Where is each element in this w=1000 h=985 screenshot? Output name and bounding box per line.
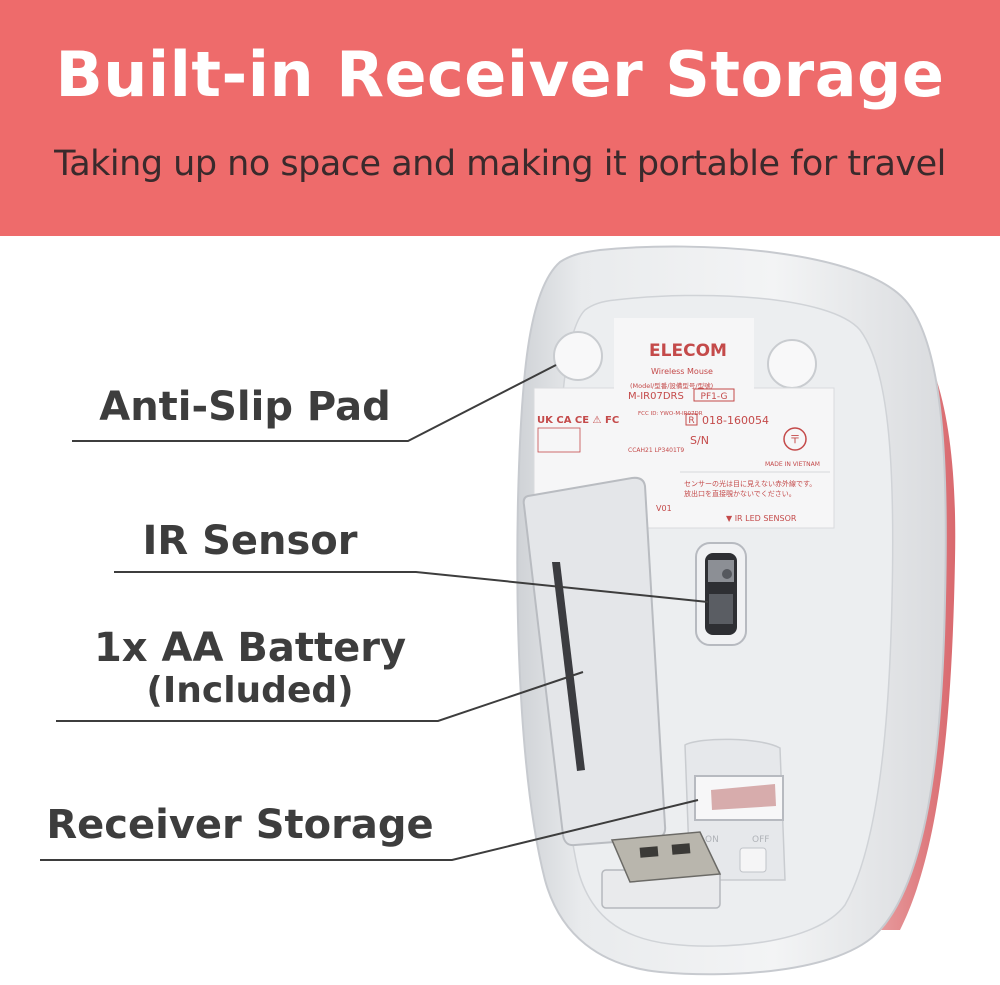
switch-off-label: OFF [752,835,769,845]
label-fcc: FCC ID: YWO-M-IR07DR [638,411,703,417]
callout-battery-note: (Included) [146,670,354,711]
power-switch [739,847,767,873]
label-product: Wireless Mouse [651,367,713,376]
label-ncc: CCAH21 LP3401T9 [628,447,684,454]
callout-line-receiver [40,799,699,861]
label-warning-jp: センサーの光は目に見えない赤外線です。 [684,479,816,488]
callout-line-ir [114,571,709,603]
mouse-illustration: ELECOM Wireless Mouse (Model/型番/設備型号/型號)… [40,245,956,976]
label-brand: ELECOM [649,341,727,361]
svg-text:〒: 〒 [790,433,801,446]
svg-text:R: R [688,416,694,426]
header-banner: Built-in Receiver Storage Taking up no s… [0,0,1000,236]
svg-text:UK CA CE ⚠ FC: UK CA CE ⚠ FC [537,415,619,426]
label-model-caption: (Model/型番/設備型号/型號) [630,381,713,390]
label-cert-number: 018-160054 [702,414,769,427]
anti-slip-pad-right [767,339,817,389]
battery-slot [552,562,585,771]
banner-title: Built-in Receiver Storage [55,38,945,111]
switch-on-label: ON [705,835,719,845]
label-color-code: PF1-G [701,392,728,402]
callout-battery: 1x AA Battery [93,625,407,671]
callout-line-anti-slip [72,364,557,442]
label-version: V01 [656,504,672,513]
banner-subtitle: Taking up no space and making it portabl… [54,144,946,184]
callout-anti-slip-pad: Anti-Slip Pad [99,384,391,430]
label-warning-jp2: 放出口を直接覗かないでください。 [684,489,796,498]
usb-receiver [601,831,722,909]
label-origin: MADE IN VIETNAM [765,461,820,468]
callout-ir-sensor: IR Sensor [142,518,358,564]
callout-receiver-storage: Receiver Storage [46,802,434,848]
label-sensor-note: ▼ IR LED SENSOR [726,514,797,523]
callout-line-battery [56,671,584,722]
anti-slip-pad-left [553,331,603,381]
label-model: M-IR07DRS [628,391,684,402]
label-serial: S/N [690,434,709,447]
